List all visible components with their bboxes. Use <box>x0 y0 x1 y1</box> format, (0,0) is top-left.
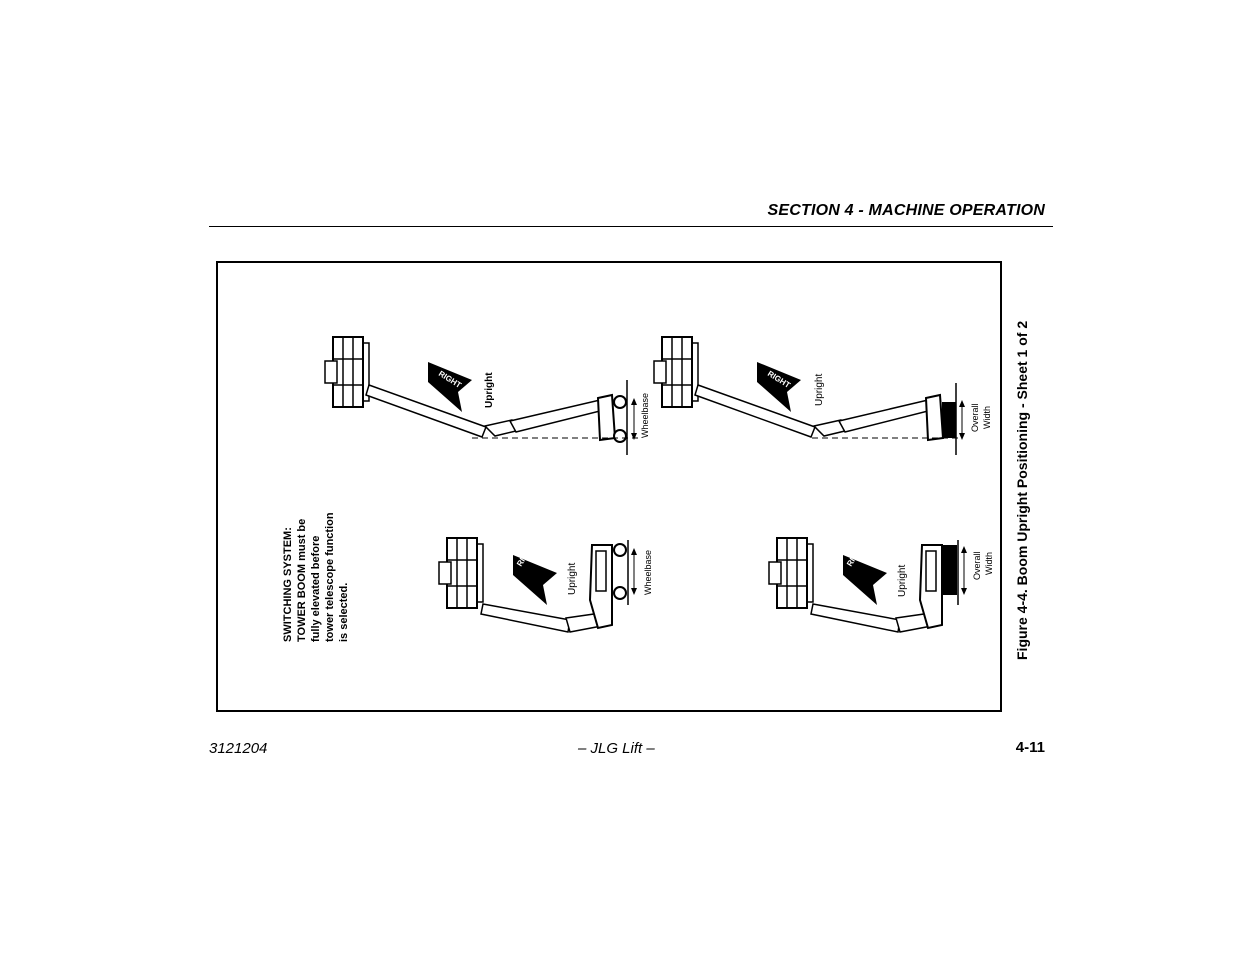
note-line: is selected. <box>338 582 350 642</box>
page-number: 4-11 <box>1015 739 1045 756</box>
overall-label: Overall <box>970 403 980 432</box>
header-divider <box>209 226 1053 227</box>
upright-label: Upright <box>814 374 825 406</box>
bottom-left-boom-diagram <box>438 537 637 633</box>
figure-caption: Figure 4-4. Boom Upright Positioning - S… <box>1014 320 1030 660</box>
wheelbase-label: Wheelbase <box>643 550 653 595</box>
overall-label: Overall <box>972 551 982 580</box>
note-line: SWITCHING SYSTEM: <box>282 527 294 642</box>
switching-system-note: SWITCHING SYSTEM: TOWER BOOM must be ful… <box>281 512 351 642</box>
footer-brand: – JLG Lift – <box>578 740 655 757</box>
document-number: 3121204 <box>209 740 268 757</box>
note-line: TOWER BOOM must be <box>296 518 308 642</box>
upright-label: Upright <box>567 563 578 595</box>
bottom-right-boom-diagram <box>768 537 967 633</box>
wheelbase-label: Wheelbase <box>640 393 650 438</box>
note-line: fully elevated before <box>310 535 322 642</box>
width-label: Width <box>982 406 992 429</box>
note-line: tower telescope function <box>324 512 336 642</box>
figure-frame <box>216 261 1002 712</box>
top-right-boom-diagram <box>653 336 965 455</box>
width-label: Width <box>984 552 994 575</box>
upright-label: Upright <box>484 372 495 408</box>
upright-label: Upright <box>897 565 908 597</box>
top-left-boom-diagram <box>324 336 640 455</box>
section-title: SECTION 4 - MACHINE OPERATION <box>767 202 1045 219</box>
